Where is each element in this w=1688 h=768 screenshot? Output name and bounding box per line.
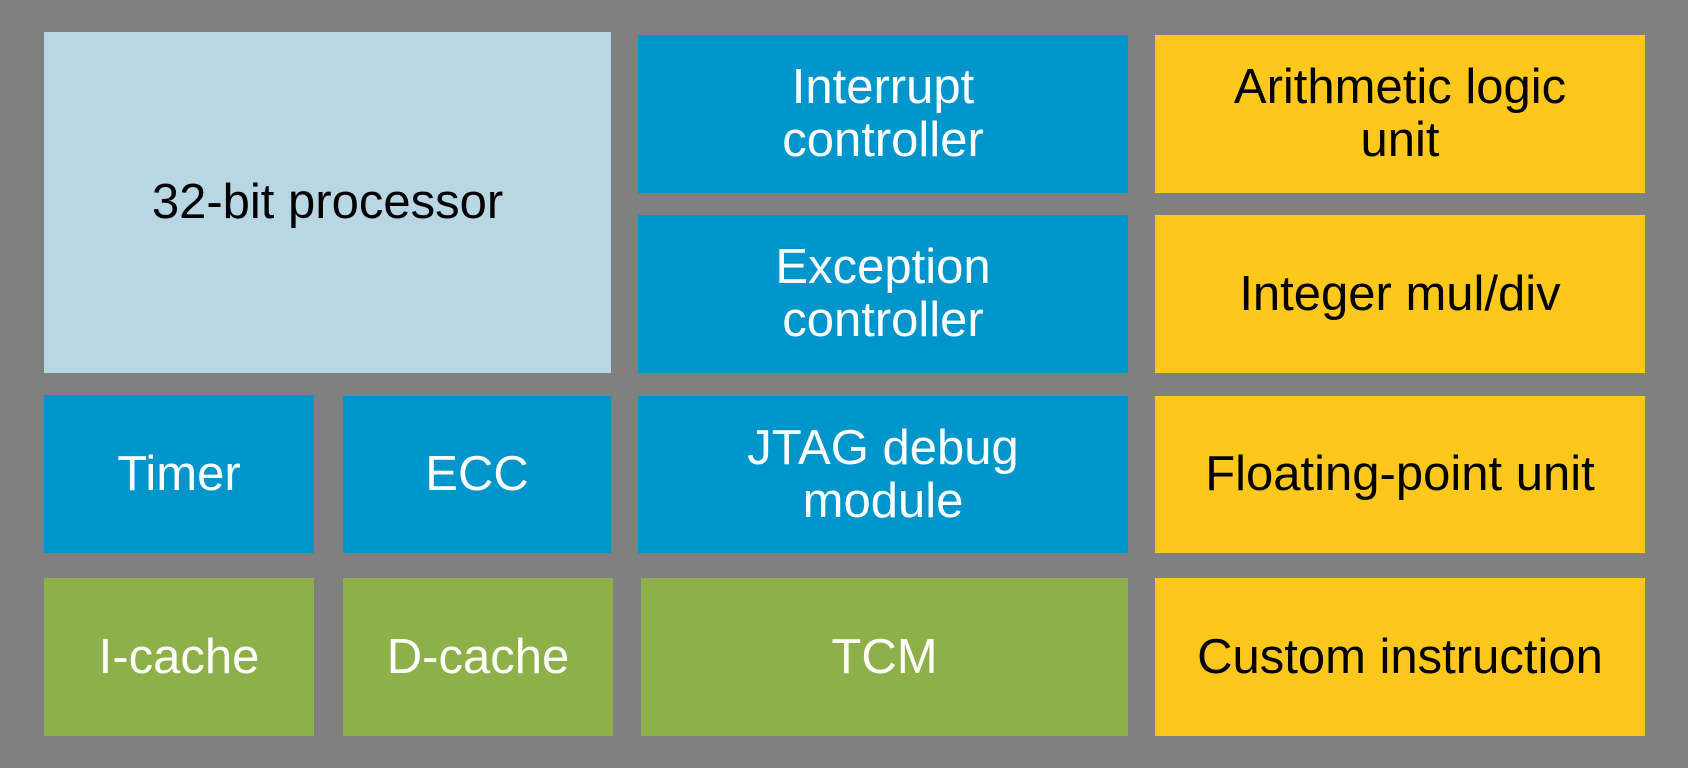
custom-instruction-block: Custom instruction	[1155, 578, 1645, 736]
tcm-block: TCM	[641, 578, 1128, 736]
ecc-block: ECC	[343, 396, 611, 553]
processor-block: 32-bit processor	[44, 32, 611, 373]
i-cache-block: I-cache	[44, 578, 314, 736]
jtag-debug-module-block: JTAG debug module	[638, 396, 1128, 553]
interrupt-controller-block: Interrupt controller	[638, 35, 1128, 193]
exception-controller-block: Exception controller	[638, 215, 1128, 373]
integer-mul-div-block: Integer mul/div	[1155, 215, 1645, 373]
arithmetic-logic-unit-block: Arithmetic logic unit	[1155, 35, 1645, 193]
d-cache-block: D-cache	[343, 578, 613, 736]
timer-block: Timer	[44, 395, 314, 553]
floating-point-unit-block: Floating-point unit	[1155, 396, 1645, 553]
